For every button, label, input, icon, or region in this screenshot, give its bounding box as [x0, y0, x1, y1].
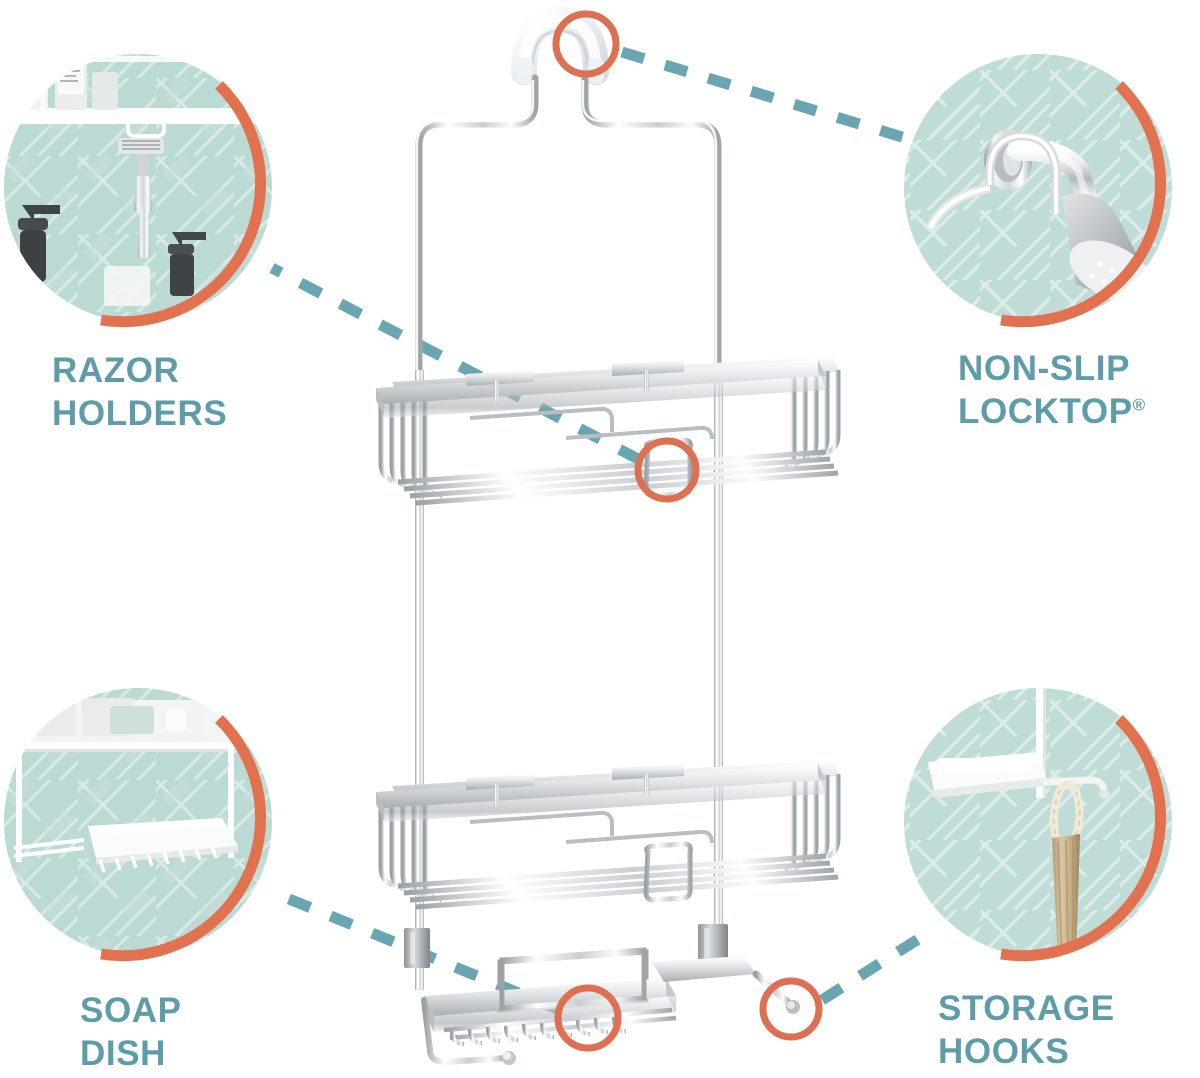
- callout-label-soap-dish: SOAP DISH: [80, 991, 182, 1073]
- hanger-arm: [415, 74, 722, 378]
- callout-label-non-slip-locktop-text: NON-SLIP LOCKTOP: [958, 349, 1133, 431]
- storage-hook-photo: [1042, 776, 1109, 799]
- hanger-arm-highlight: [415, 80, 718, 372]
- upper-basket: [376, 356, 841, 506]
- ring-arc-locktop: [1000, 81, 1166, 328]
- callout-label-non-slip-locktop: NON-SLIP LOCKTOP®: [958, 348, 1145, 433]
- callout-label-razor-holders: RAZOR HOLDERS: [52, 351, 228, 433]
- soap-dispenser-right: [168, 232, 206, 296]
- wooden-brush-photo: [1052, 834, 1080, 957]
- connector-hooks: [819, 933, 923, 1005]
- ring-arc-hooks: [1000, 715, 1166, 962]
- ring-hook: [759, 977, 823, 1041]
- lower-basket-loop: [643, 841, 693, 903]
- adjustable-clamp: [404, 924, 728, 968]
- ring-soap: [554, 984, 622, 1052]
- ring-arc-soap: [100, 715, 266, 962]
- caddy-vertical-posts: [415, 366, 723, 990]
- ring-razor: [634, 437, 700, 503]
- soap-dish-tray-photo: [88, 818, 238, 873]
- razor-in-holder: [118, 138, 164, 258]
- ring-arc-razor-visible: [100, 81, 266, 328]
- registered-trademark-icon: ®: [1132, 395, 1146, 415]
- callout-label-storage-hooks: STORAGE HOOKS: [938, 989, 1115, 1071]
- caddy-shelf-photo: [928, 752, 1046, 798]
- lower-basket: [376, 760, 841, 910]
- ring-locktop: [552, 10, 620, 78]
- connector-locktop: [620, 46, 914, 146]
- storage-hook-left: [421, 997, 516, 1066]
